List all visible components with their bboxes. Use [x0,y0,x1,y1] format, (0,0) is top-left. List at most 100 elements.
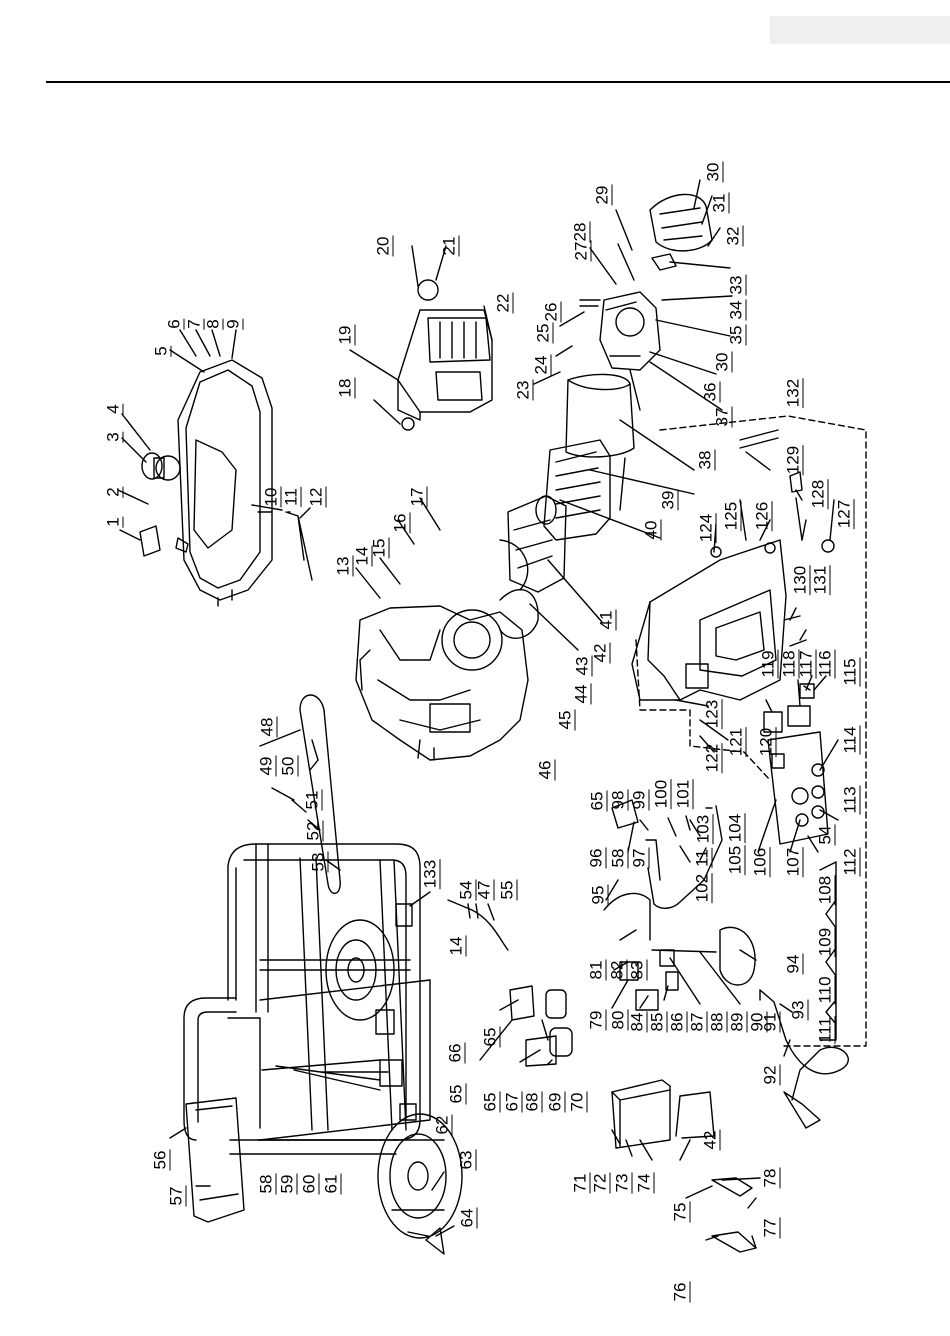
part-label-99: 99 [629,789,650,811]
part-label-34: 34 [726,299,747,321]
part-label-71: 71 [570,1172,591,1194]
part-label-69: 69 [545,1091,566,1113]
part-label-32: 32 [723,225,744,247]
part-label-1: 1 [103,516,124,528]
part-label-56: 56 [150,1149,171,1171]
part-label-107: 107 [783,846,804,878]
part-label-87: 87 [687,1011,708,1033]
part-label-30-b: 30 [712,351,733,373]
part-label-30: 30 [703,161,724,183]
part-label-114: 114 [840,725,861,755]
part-label-52: 52 [303,820,324,842]
part-label-58: 58 [256,1173,277,1195]
part-label-40: 40 [641,519,662,541]
part-label-112: 112 [840,847,861,877]
part-label-132: 132 [783,377,804,409]
part-label-62: 62 [432,1114,453,1136]
part-label-75: 75 [670,1201,691,1223]
part-label-133: 133 [420,858,441,890]
part-label-128: 128 [808,478,829,510]
part-label-28: 28 [570,221,591,243]
part-label-91: 91 [760,1011,781,1033]
part-label-120: 120 [756,726,777,758]
part-label-17: 17 [407,486,428,508]
part-label-10: 10 [261,486,282,508]
control-panel-drawing [631,539,787,701]
part-label-108: 108 [815,874,836,906]
part-label-84: 84 [627,1011,648,1033]
part-label-11: 11 [281,487,302,507]
part-label-42-b: 42 [700,1129,721,1151]
part-label-125: 125 [721,500,742,532]
part-label-33: 33 [726,274,747,296]
part-label-14: 14 [352,545,373,567]
part-label-89: 89 [727,1011,748,1033]
part-label-98: 98 [608,789,629,811]
part-label-110: 110 [815,975,836,1005]
part-label-61: 61 [321,1173,342,1195]
part-label-54-b: 54 [815,824,836,846]
header-rule [46,81,950,83]
part-label-43: 43 [572,655,593,677]
part-label-111: 111 [815,1016,836,1044]
part-label-116: 116 [815,649,836,679]
part-label-65-b: 65 [480,1026,501,1048]
part-label-41: 41 [596,609,617,631]
engine-drawing [355,605,529,761]
part-label-109: 109 [815,926,836,958]
fuel-tank-drawing [153,359,273,607]
part-label-121: 121 [726,726,747,758]
part-label-106: 106 [750,846,771,878]
part-label-46: 46 [535,759,556,781]
part-label-60: 60 [299,1173,320,1195]
part-label-54: 54 [456,879,477,901]
part-label-70: 70 [567,1091,588,1113]
part-label-12: 12 [306,486,327,508]
part-label-15: 15 [369,537,390,559]
part-label-88: 88 [707,1011,728,1033]
part-label-55: 55 [497,879,518,901]
part-label-13: 13 [333,555,354,577]
part-label-57: 57 [166,1185,187,1207]
part-label-119: 119 [758,649,779,679]
part-label-124: 124 [696,512,717,544]
part-label-76: 76 [670,1281,691,1303]
part-label-14-b: 14 [446,935,467,957]
part-label-5: 5 [151,345,172,357]
part-label-50: 50 [278,755,299,777]
part-label-42: 42 [590,642,611,664]
part-label-24: 24 [531,354,552,376]
part-label-19: 19 [335,324,356,346]
part-label-64: 64 [457,1207,478,1229]
part-label-37: 37 [712,406,733,428]
part-label-131: 131 [810,564,831,596]
part-label-82: 82 [607,959,628,981]
part-label-8: 8 [203,318,224,330]
part-label-7: 7 [184,318,205,330]
part-label-127: 127 [834,498,855,530]
part-label-4: 4 [103,403,124,415]
part-label-3: 3 [103,431,124,443]
part-label-74: 74 [634,1172,655,1194]
part-label-129: 129 [783,444,804,476]
part-label-97: 97 [629,847,650,869]
part-label-113: 113 [840,785,861,815]
part-label-31: 31 [709,192,730,214]
part-label-123: 123 [702,698,723,730]
part-label-39: 39 [658,489,679,511]
part-label-38: 38 [695,449,716,471]
wheel-drawing [325,919,395,1021]
part-label-20: 20 [373,235,394,257]
part-label-48: 48 [257,716,278,738]
part-label-95: 95 [588,884,609,906]
part-label-65-d: 65 [587,790,608,812]
part-label-26: 26 [541,301,562,323]
part-label-11-b: 11 [692,848,713,868]
air-cleaner-drawing [397,309,493,421]
part-label-93: 93 [788,999,809,1021]
wheel-drawing-front [377,1113,463,1239]
part-label-102: 102 [692,872,713,904]
header-tab-box [770,16,950,44]
part-label-85: 85 [647,1011,668,1033]
